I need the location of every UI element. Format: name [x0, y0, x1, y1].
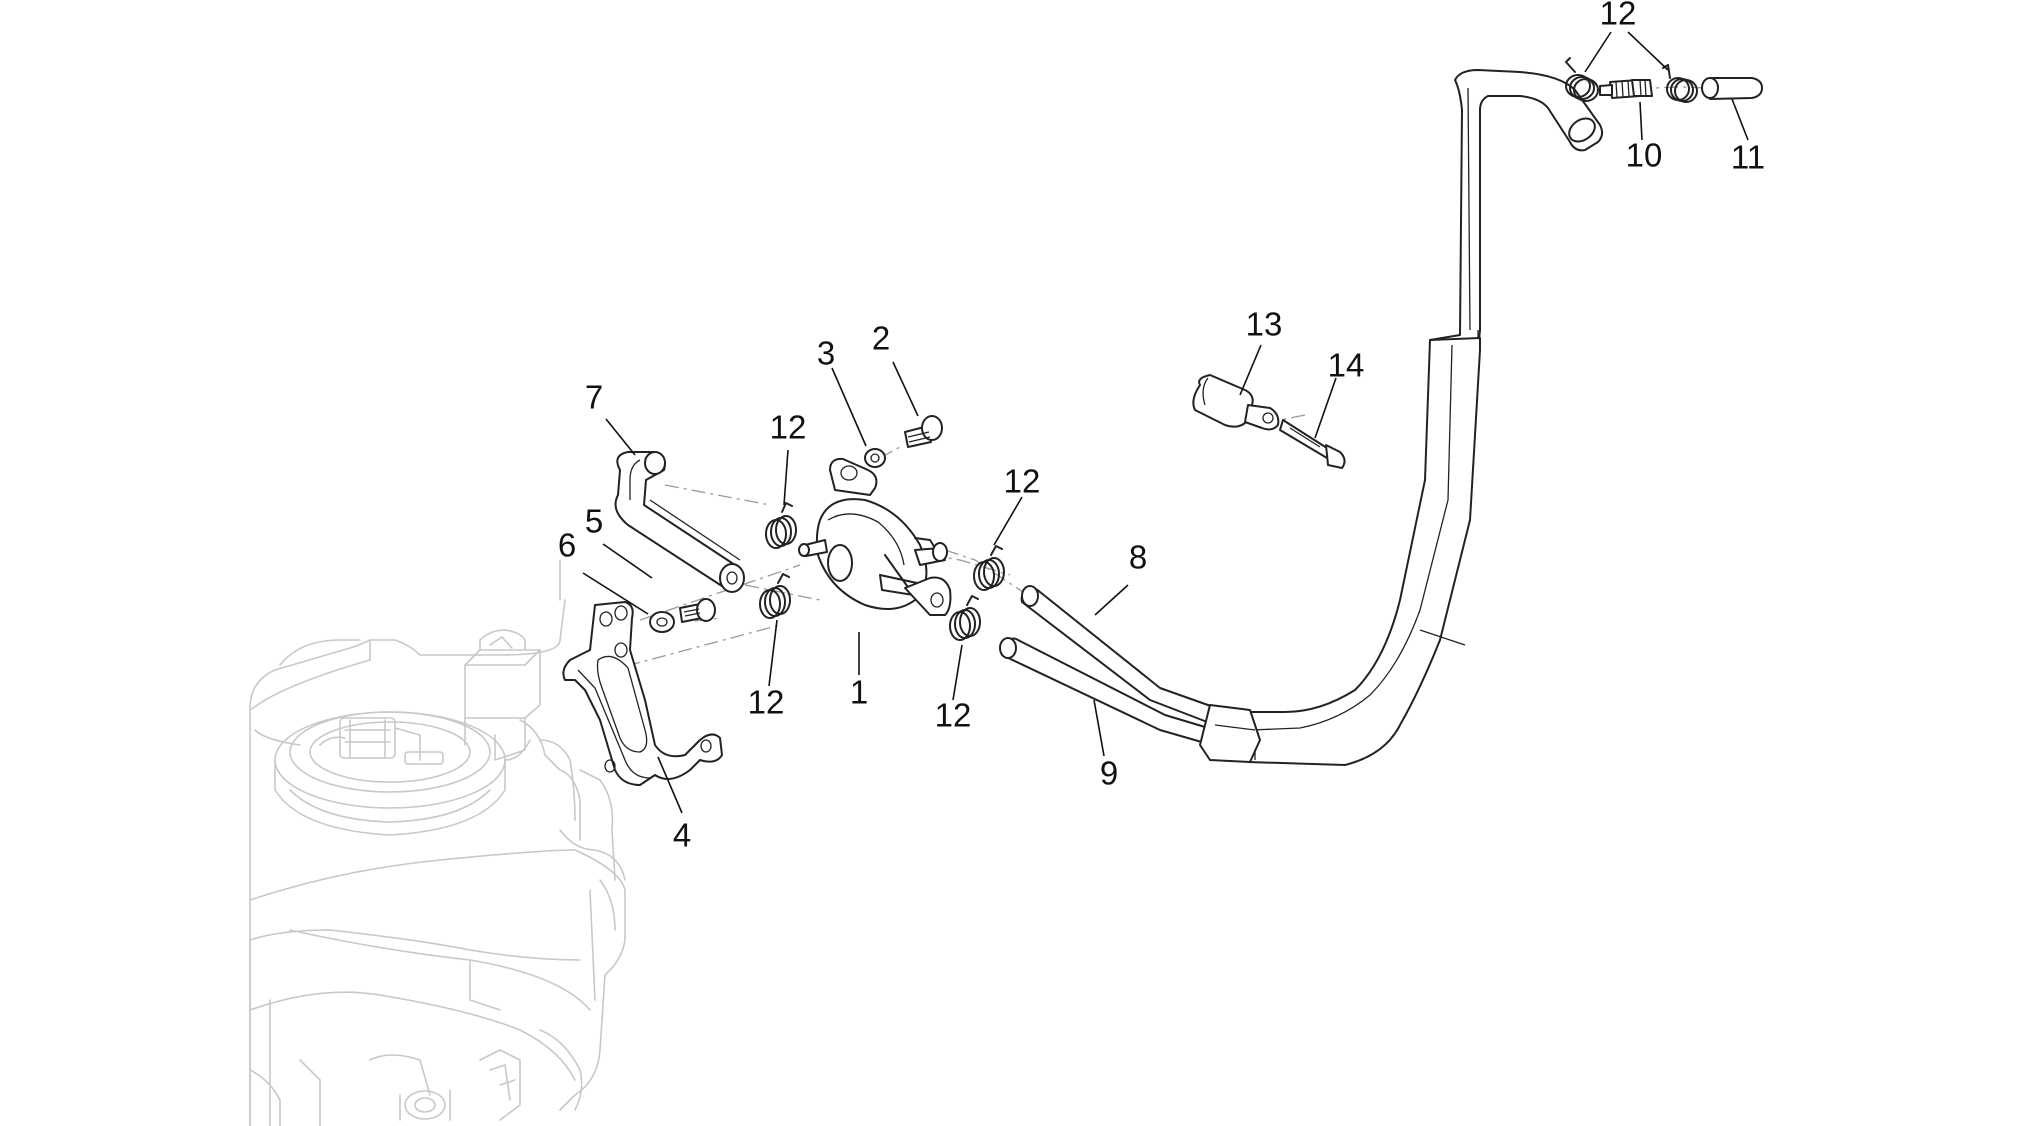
- part-13-clamp: [1192, 374, 1280, 431]
- part-3-washer: [864, 448, 886, 468]
- part-10-fitting: [1599, 79, 1653, 99]
- part-9-hose: [999, 637, 1216, 746]
- part-6-washer: [649, 611, 675, 633]
- callout-13: 13: [1246, 306, 1283, 343]
- callout-6: 6: [558, 527, 576, 564]
- part-4-bracket: [562, 601, 723, 786]
- callout-12-top: 12: [1600, 0, 1637, 32]
- callout-10: 10: [1626, 137, 1663, 174]
- part-12-clip-lower-left: [759, 573, 791, 619]
- part-12-clip-top-right: [1662, 64, 1698, 103]
- callout-12-upper-right: 12: [1004, 463, 1041, 500]
- part-12-clip-top-left: [1565, 57, 1599, 102]
- callouts: 1 2 3 4 5 6 7 8 9 10 11 12 12 12 12 12 1…: [558, 0, 1765, 854]
- callout-2: 2: [872, 320, 890, 357]
- callout-14: 14: [1328, 347, 1365, 384]
- callout-12-upper-left: 12: [770, 409, 807, 446]
- main-vent-pipe: [1199, 69, 1604, 766]
- fuel-tank: [249, 559, 626, 1126]
- part-2-screw: [904, 415, 943, 448]
- part-5-screw: [679, 598, 716, 623]
- part-11-plug: [1701, 77, 1763, 100]
- part-12-clip-upper-right: [973, 545, 1005, 591]
- callout-4: 4: [673, 817, 691, 854]
- callout-8: 8: [1129, 539, 1147, 576]
- callout-5: 5: [585, 503, 603, 540]
- callout-12-lower-right: 12: [935, 697, 972, 734]
- callout-11: 11: [1731, 139, 1765, 176]
- callout-3: 3: [817, 335, 835, 372]
- part-14-bolt: [1279, 419, 1346, 469]
- part-12-clip-upper-left: [765, 502, 797, 549]
- callout-9: 9: [1100, 755, 1118, 792]
- part-7-hose: [614, 451, 745, 593]
- part-1-filter: [798, 457, 952, 616]
- leader-lines: [582, 31, 1749, 814]
- callout-1: 1: [850, 674, 868, 711]
- part-12-clip-lower-right: [949, 595, 981, 641]
- callout-12-lower-left: 12: [748, 684, 785, 721]
- callout-7: 7: [585, 379, 603, 416]
- assembly-lines: [599, 79, 1711, 674]
